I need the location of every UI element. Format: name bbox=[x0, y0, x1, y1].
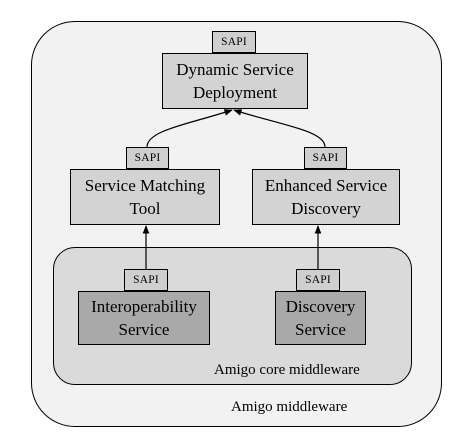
amigo-core-middleware-label: Amigo core middleware bbox=[214, 362, 360, 378]
service-matching-tool-label: Service Matching Tool bbox=[84, 176, 206, 218]
service-matching-tool-box: Service Matching Tool bbox=[70, 169, 220, 225]
sapi-enhanced: SAPI bbox=[304, 147, 347, 169]
interoperability-service-box: Interoperability Service bbox=[78, 291, 210, 345]
amigo-middleware-label: Amigo middleware bbox=[231, 399, 348, 415]
interoperability-service-label: Interoperability Service bbox=[91, 297, 197, 339]
discovery-service-label: Discovery Service bbox=[285, 297, 356, 339]
sapi-deployment: SAPI bbox=[212, 31, 256, 53]
sapi-interop: SAPI bbox=[124, 269, 168, 291]
enhanced-service-discovery-label: Enhanced Service Discovery bbox=[264, 176, 388, 218]
dynamic-service-deployment-box: Dynamic Service Deployment bbox=[162, 53, 308, 109]
dynamic-service-deployment-label: Dynamic Service Deployment bbox=[176, 60, 294, 102]
discovery-service-box: Discovery Service bbox=[275, 291, 366, 345]
sapi-matching: SAPI bbox=[126, 147, 169, 169]
sapi-discovery: SAPI bbox=[296, 269, 340, 291]
enhanced-service-discovery-box: Enhanced Service Discovery bbox=[252, 169, 400, 225]
